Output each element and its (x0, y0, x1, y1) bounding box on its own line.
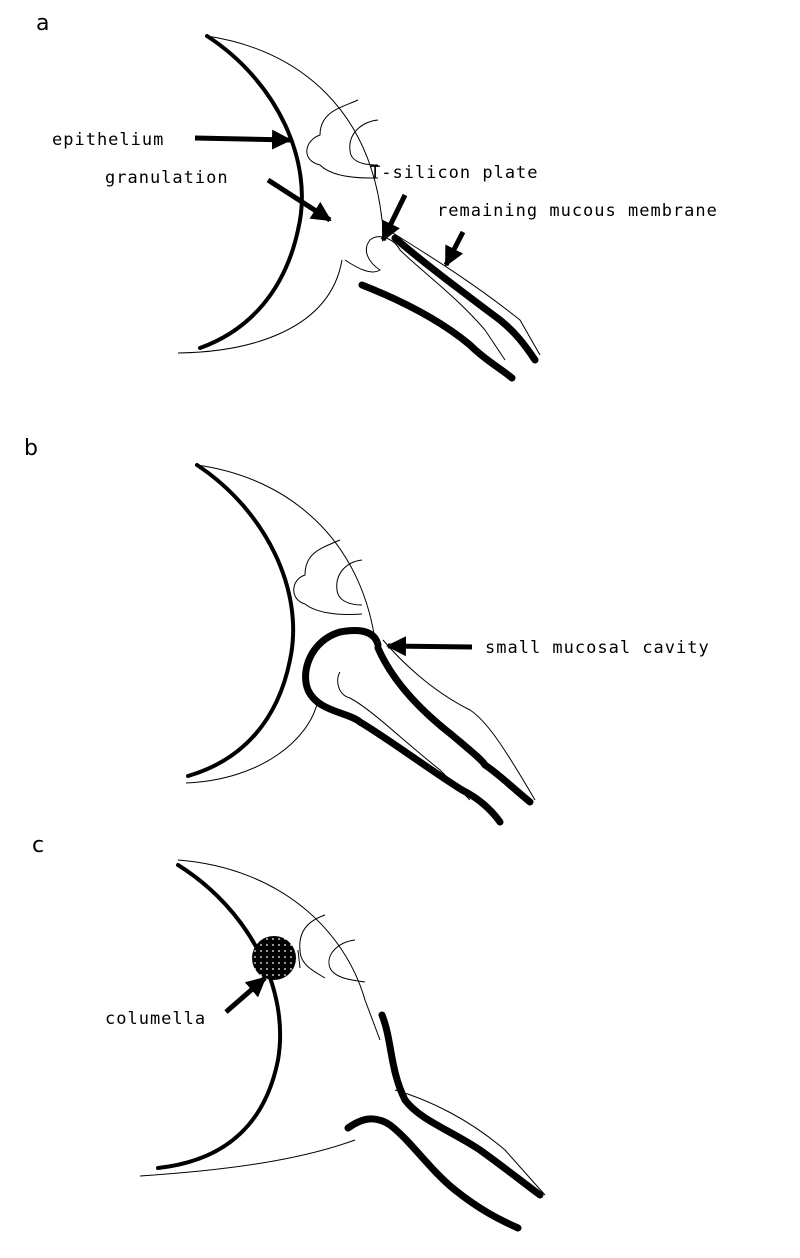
label-silicon-plate: T-silicon plate (370, 163, 539, 183)
panel-a-epithelium-arc (198, 34, 304, 350)
panel-c-tube-lower (344, 1115, 522, 1232)
panel-a-outer-arc-top (206, 35, 389, 236)
panel-b-mucosal-cavity-wall (302, 627, 504, 826)
panel-b-granulation-outline (293, 539, 363, 615)
panel-b-tube-upper (374, 644, 534, 806)
label-mucosal-cavity: small mucosal cavity (485, 638, 710, 658)
panel-a-tube-upper (391, 234, 539, 364)
panel-b-letter: b (24, 436, 38, 461)
label-columella: columella (105, 1009, 206, 1029)
columella-shape (252, 936, 296, 980)
panel-b: b small mucosal cavity (24, 436, 710, 826)
arrow-mucous-membrane (443, 230, 466, 267)
panel-a-letter: a (36, 11, 49, 36)
panel-c-epithelium-arc (156, 863, 283, 1170)
panel-b-outer-arc-bottom (185, 699, 319, 784)
panel-c-letter: c (32, 833, 44, 858)
panel-a-granulation-outline (306, 99, 379, 179)
panel-a-tube-lower (358, 281, 516, 382)
panel-c: c columella (32, 833, 546, 1232)
arrow-granulation (266, 177, 332, 223)
panel-b-mucosa-outline (337, 639, 536, 801)
panel-c-outer-arc-top (177, 859, 381, 1041)
label-epithelium: epithelium (52, 130, 164, 150)
arrow-epithelium (194, 129, 292, 150)
panel-c-tube-upper (378, 1011, 544, 1199)
panel-b-epithelium-arc (186, 463, 296, 778)
panel-a-outer-arc-bottom (177, 259, 343, 354)
arrow-mucosal-cavity (386, 636, 473, 657)
panel-b-outer-arc-top (196, 464, 376, 641)
label-granulation: granulation (105, 168, 229, 188)
arrow-silicon-plate (380, 193, 408, 242)
arrow-columella (224, 976, 267, 1014)
panel-a: a epithelium granulation T-silicon plate… (36, 11, 718, 382)
label-mucous-membrane: remaining mucous membrane (437, 201, 718, 221)
panel-c-mucosa-outline (394, 1089, 546, 1196)
panel-a-mucosa-outline (344, 227, 541, 361)
panel-c-granulation-outline (297, 914, 366, 983)
panel-c-outer-arc-bottom (139, 1139, 356, 1177)
